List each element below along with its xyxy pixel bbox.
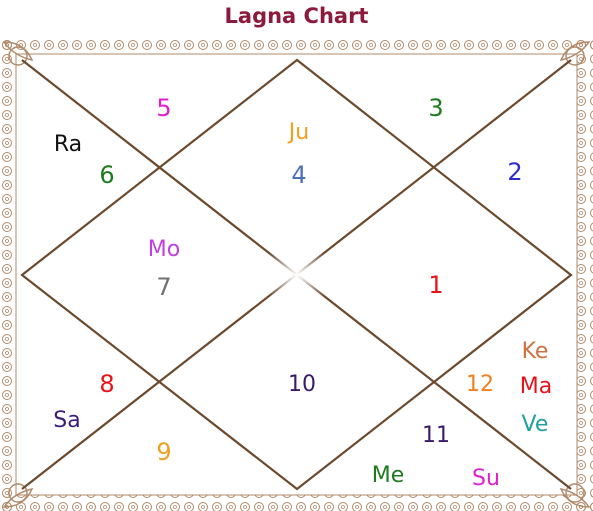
planet-ve: Ve [522,414,549,436]
house-6-number: 6 [99,163,114,187]
planet-sa: Sa [53,410,80,432]
house-7-number: 7 [156,275,171,299]
house-4-number: 4 [291,163,306,187]
planet-me: Me [372,465,405,487]
house-9-number: 9 [156,440,171,464]
border-top [0,38,593,54]
house-11-number: 11 [422,425,450,447]
house-2-number: 2 [507,160,522,184]
chart-lines [0,38,593,511]
border-bottom [0,495,593,511]
house-1-number: 1 [428,273,443,297]
chart-frame [0,38,593,511]
house-5-number: 5 [156,96,171,120]
planet-mo: Mo [148,239,180,261]
house-8-number: 8 [99,372,114,396]
planet-ju: Ju [289,122,309,144]
house-3-number: 3 [428,96,443,120]
border-left [0,38,16,511]
planet-su: Su [472,468,500,490]
planet-ke: Ke [522,341,549,363]
border-right [577,38,593,511]
chart-title: Lagna Chart [0,4,593,28]
house-10-number: 10 [288,374,316,396]
planet-ma: Ma [520,376,552,398]
house-12-number: 12 [466,374,494,396]
planet-ra: Ra [54,134,82,156]
